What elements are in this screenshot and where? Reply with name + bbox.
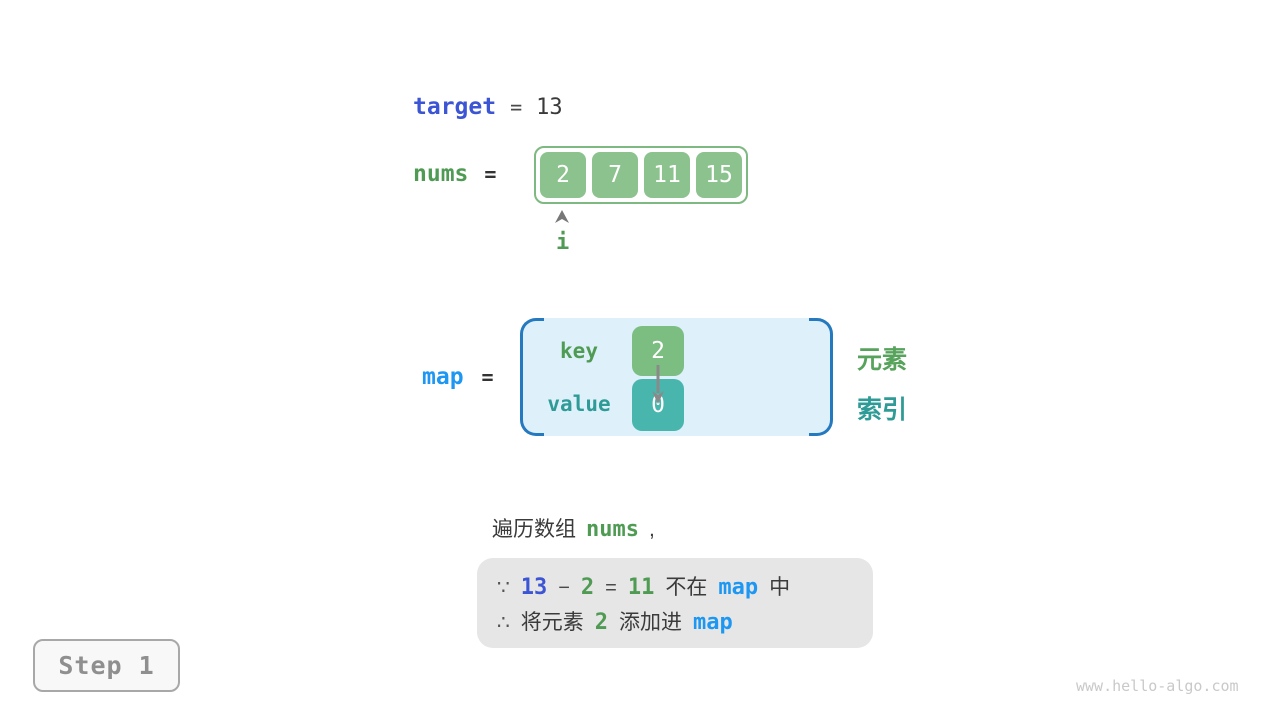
caption-prefix: 遍历数组 bbox=[492, 518, 576, 541]
map-key-label: key bbox=[560, 339, 598, 363]
caption-code: nums bbox=[586, 517, 639, 542]
map-label: map = bbox=[422, 364, 494, 390]
legend-index: 索引 bbox=[857, 396, 908, 424]
nums-label: nums = bbox=[413, 161, 496, 187]
minus-sign: − bbox=[558, 576, 570, 599]
target-keyword: target bbox=[413, 94, 497, 120]
map-bracket-right bbox=[809, 318, 833, 436]
reason2-element-value: 2 bbox=[594, 609, 608, 635]
reason-line-1: ∵ 13 − 2 = 11 不在 map 中 bbox=[497, 571, 853, 601]
step-badge: Step 1 bbox=[33, 639, 180, 692]
array-cell: 11 bbox=[644, 152, 690, 198]
watermark: www.hello-algo.com bbox=[1076, 677, 1239, 695]
map-value-label: value bbox=[547, 392, 611, 416]
index-pointer-label: i bbox=[556, 230, 570, 255]
map-bracket-left bbox=[520, 318, 544, 436]
because-symbol: ∵ bbox=[497, 576, 510, 599]
nums-keyword: nums bbox=[413, 161, 469, 187]
array-cell: 7 bbox=[592, 152, 638, 198]
reason-line-2: ∴ 将元素 2 添加进 map bbox=[497, 606, 853, 636]
reason2-text-2: 添加进 bbox=[618, 610, 682, 634]
target-equals: = bbox=[510, 95, 523, 119]
target-line: target = 13 bbox=[413, 94, 563, 120]
reason2-text-1: 将元素 bbox=[520, 610, 584, 634]
equals-sign: = bbox=[605, 576, 617, 599]
array-cell: 15 bbox=[696, 152, 742, 198]
reason-text-mid: 不在 bbox=[665, 575, 708, 599]
index-pointer-up-icon bbox=[555, 210, 569, 223]
map-keyword: map bbox=[422, 364, 464, 390]
reason-map-ref: map bbox=[718, 574, 759, 600]
reason-text-end: 中 bbox=[769, 575, 791, 599]
reason-box: ∵ 13 − 2 = 11 不在 map 中 ∴ 将元素 2 添加进 map bbox=[477, 558, 873, 648]
reason-element-value: 2 bbox=[580, 574, 595, 600]
therefore-symbol: ∴ bbox=[497, 611, 510, 634]
nums-array: 2 7 11 15 bbox=[534, 146, 748, 204]
map-equals: = bbox=[481, 365, 494, 389]
array-cell: 2 bbox=[540, 152, 586, 198]
reason2-map-ref: map bbox=[692, 609, 733, 635]
nums-equals: = bbox=[484, 162, 497, 186]
legend-element: 元素 bbox=[857, 346, 908, 374]
target-value: 13 bbox=[536, 95, 563, 120]
reason-target-value: 13 bbox=[520, 574, 548, 600]
caption: 遍历数组 nums , bbox=[492, 513, 655, 543]
key-to-value-arrow-icon bbox=[652, 365, 664, 404]
reason-difference-value: 11 bbox=[627, 574, 655, 600]
caption-comma: , bbox=[648, 518, 655, 541]
